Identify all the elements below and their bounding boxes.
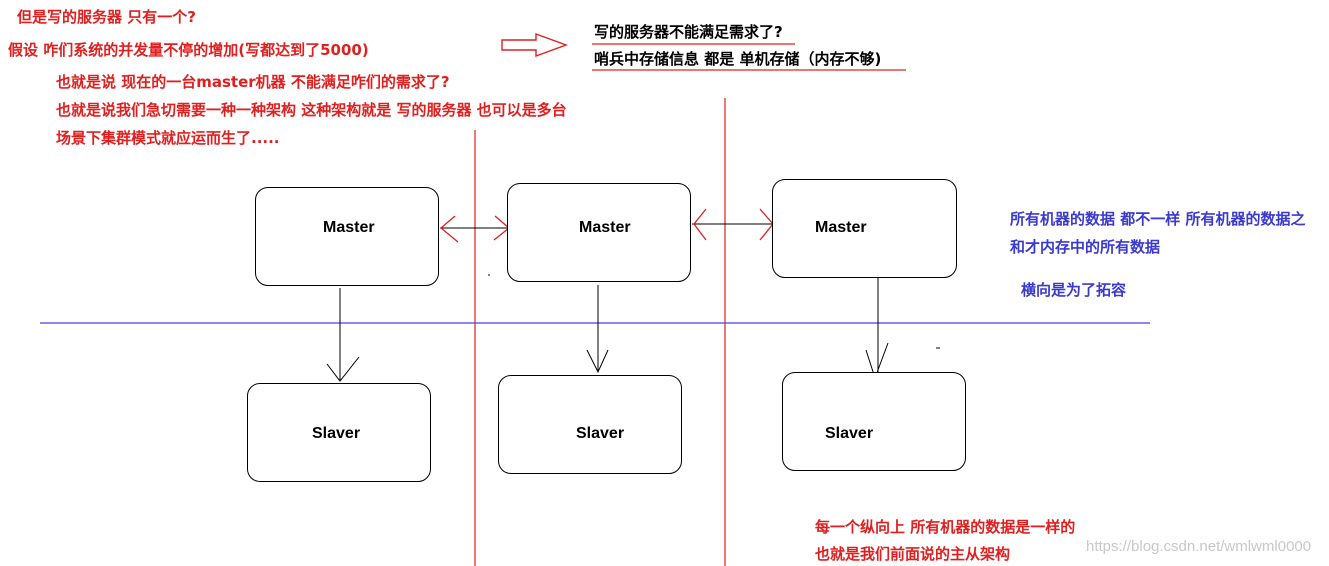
slaver-node-3: Slaver (782, 372, 966, 471)
top-right-note-2: 哨兵中存储信息 都是 单机存储（内存不够) (594, 50, 882, 68)
hollow-right-arrow-icon (501, 32, 569, 58)
bottom-note-2: 也就是我们前面说的主从架构 (815, 545, 1011, 563)
slaver-node-1: Slaver (247, 383, 431, 482)
slaver-node-2-label: Slaver (576, 425, 625, 442)
slaver-node-3-label: Slaver (825, 425, 874, 442)
note-line-3: 也就是说 现在的一台master机器 不能满足咋们的需求了? (56, 73, 450, 91)
note-line-4: 也就是说我们急切需要一种一种架构 这种架构就是 写的服务器 也可以是多台 (56, 101, 567, 119)
right-note-2: 和才内存中的所有数据 (1010, 238, 1161, 256)
master-node-2: Master (507, 183, 691, 282)
bottom-note-1: 每一个纵向上 所有机器的数据是一样的 (815, 518, 1076, 536)
slaver-node-1-label: Slaver (312, 425, 361, 442)
right-note-3: 横向是为了拓容 (1021, 281, 1127, 299)
note-line-5: 场景下集群模式就应运而生了..... (56, 129, 280, 147)
right-note-1: 所有机器的数据 都不一样 所有机器的数据之 (1010, 210, 1306, 228)
top-right-note-1: 写的服务器不能满足需求了? (594, 23, 783, 41)
master-node-1: Master (255, 187, 439, 286)
master-node-2-label: Master (579, 219, 631, 236)
watermark: https://blog.csdn.net/wmlwml0000 (1086, 538, 1312, 555)
arrowhead-left-2 (693, 208, 707, 241)
master-node-3-label: Master (815, 219, 867, 236)
master-node-3: Master (772, 179, 957, 278)
arrowhead-left-1 (439, 215, 459, 243)
note-line-1: 但是写的服务器 只有一个? (17, 8, 196, 26)
note-line-2: 假设 咋们系统的并发量不停的增加(写都达到了5000) (8, 41, 369, 59)
slaver-node-2: Slaver (498, 375, 682, 474)
master-node-1-label: Master (323, 219, 375, 236)
